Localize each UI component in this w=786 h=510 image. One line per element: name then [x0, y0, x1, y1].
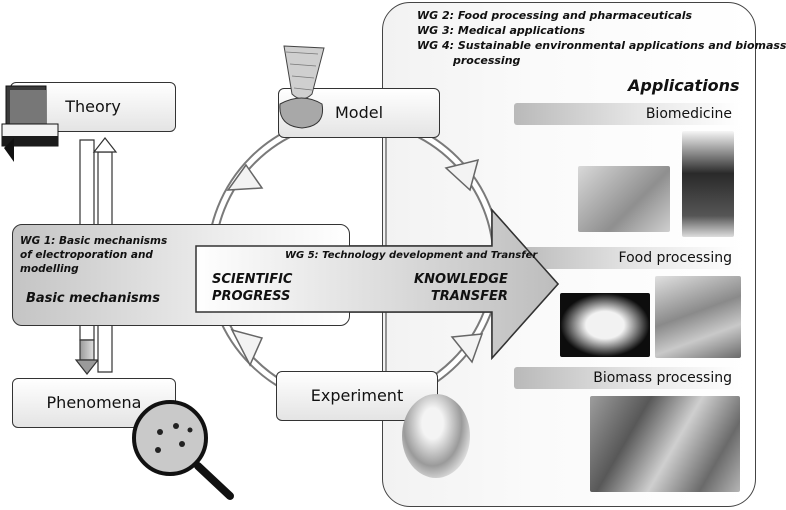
experiment-label: Experiment — [310, 386, 404, 405]
wg5-label: WG 5: Technology development and Transfe… — [285, 250, 538, 261]
progress-line: PROGRESS — [212, 289, 291, 304]
ring-arrow-top-right — [444, 158, 480, 192]
up-arrow-head — [92, 137, 118, 153]
biomedicine-photo-device — [682, 131, 734, 237]
biomass-photo-collage — [590, 396, 740, 492]
category-biomedicine: Biomedicine — [514, 103, 740, 125]
wg1-line-2: of electroporation and — [20, 249, 153, 261]
category-food-processing: Food processing — [514, 247, 740, 269]
wg4-text-cont: processing — [453, 54, 521, 67]
cone-surface-icon — [279, 45, 325, 129]
applications-title: Applications — [628, 76, 740, 95]
food-photo-samples — [560, 293, 650, 357]
scientific-line: SCIENTIFIC — [212, 272, 293, 287]
wg4-text: WG 4: Sustainable environmental applicat… — [417, 39, 786, 52]
scientific-progress-label: SCIENTIFIC PROGRESS — [212, 271, 292, 305]
wg3-text: WG 3: Medical applications — [417, 24, 586, 37]
down-arrow-head — [74, 359, 100, 375]
basic-mechanisms-label: Basic mechanisms — [26, 291, 160, 306]
wg1-line-3: modelling — [20, 263, 79, 275]
ring-arrow-top-left — [226, 163, 264, 191]
books-icon — [1, 85, 59, 162]
phenomena-label: Phenomena — [46, 393, 142, 412]
wg1-text: WG 1: Basic mechanisms of electroporatio… — [20, 234, 167, 276]
wg2-text: WG 2: Food processing and pharmaceutical… — [417, 9, 693, 22]
category-biomass-processing: Biomass processing — [514, 367, 740, 389]
knowledge-line: KNOWLEDGE — [414, 272, 508, 287]
transfer-line: TRANSFER — [430, 289, 508, 304]
experimenter-photo — [402, 394, 470, 478]
food-photo-facility — [655, 276, 741, 358]
biomedicine-photo-skin — [578, 166, 670, 232]
knowledge-transfer-label: KNOWLEDGE TRANSFER — [414, 271, 508, 305]
theory-label: Theory — [65, 97, 121, 116]
wg1-line-1: WG 1: Basic mechanisms — [20, 235, 168, 247]
model-label: Model — [334, 103, 384, 122]
magnifier-icon — [132, 400, 234, 500]
